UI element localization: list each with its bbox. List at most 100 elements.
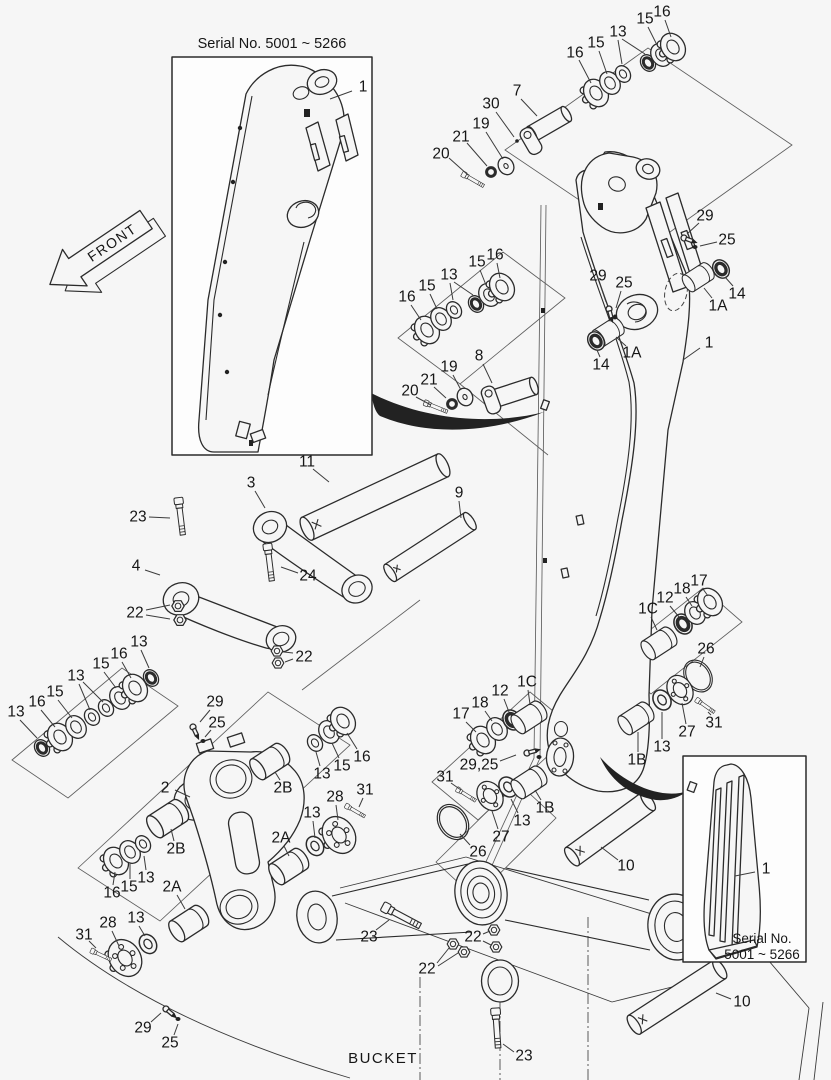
- front-arrow: FRONT: [49, 209, 167, 293]
- callout-19: 19: [472, 116, 489, 133]
- leader-line: [88, 940, 97, 949]
- leader-line: [452, 374, 462, 391]
- callout-30: 30: [482, 96, 500, 113]
- leader-line: [283, 651, 294, 654]
- callout-22: 22: [295, 649, 312, 666]
- callout-13: 13: [440, 267, 457, 284]
- leader-line: [647, 26, 658, 46]
- callout-16: 16: [486, 247, 503, 264]
- leader-line: [685, 596, 693, 607]
- leader-line: [482, 940, 492, 946]
- leader-line: [491, 810, 499, 830]
- callout-16: 16: [398, 289, 415, 306]
- callout-2B: 2B: [274, 780, 293, 797]
- leader-line: [449, 282, 454, 301]
- leader-line: [82, 681, 104, 703]
- inset-bottom-line2: 5001 ~ 5266: [724, 947, 799, 962]
- callout-15: 15: [636, 11, 653, 28]
- leader-line: [429, 293, 438, 310]
- callout-10: 10: [617, 858, 635, 875]
- callout-12: 12: [491, 683, 508, 700]
- callout-22: 22: [126, 605, 143, 622]
- leader-line: [707, 711, 712, 716]
- leader-line: [599, 283, 607, 303]
- callout-3: 3: [247, 475, 256, 492]
- callout-27: 27: [492, 829, 509, 846]
- pin-10-lower: [626, 959, 728, 1035]
- leader-line: [681, 702, 687, 725]
- callout-17: 17: [690, 573, 707, 590]
- callout-15: 15: [120, 879, 137, 896]
- callout-25: 25: [208, 715, 225, 732]
- callout-23: 23: [129, 509, 146, 526]
- inset-top-title: Serial No. 5001 ~ 5266: [198, 36, 347, 52]
- leader-line: [254, 490, 266, 509]
- leader-line: [484, 710, 493, 722]
- callout-12: 12: [656, 590, 673, 607]
- leader-line: [40, 709, 56, 728]
- callout-13: 13: [313, 766, 330, 783]
- leader-line: [734, 871, 756, 877]
- link-3: [252, 510, 373, 604]
- leader-line: [485, 131, 504, 160]
- pins: [299, 105, 728, 1035]
- callout-13: 13: [127, 910, 144, 927]
- leader-line: [682, 347, 701, 361]
- leader-line: [138, 925, 146, 937]
- leader-line: [312, 820, 316, 839]
- leader-line: [615, 336, 627, 347]
- callout-31: 31: [705, 715, 722, 732]
- leader-line: [479, 269, 487, 286]
- callout-8: 8: [475, 348, 484, 365]
- callout-31: 31: [75, 927, 92, 944]
- callout-15: 15: [468, 254, 485, 271]
- callout-15: 15: [587, 35, 604, 52]
- callout-13: 13: [67, 668, 84, 685]
- leader-line: [482, 363, 493, 384]
- leader-line: [615, 290, 622, 309]
- inset-bottom-line1: Serial No.: [732, 931, 791, 946]
- leader-line: [375, 919, 390, 931]
- callout-28: 28: [99, 915, 116, 932]
- leader-line: [19, 719, 38, 739]
- leader-line: [578, 59, 592, 84]
- leader-line: [436, 947, 450, 964]
- leader-line: [699, 656, 705, 668]
- leader-line: [176, 894, 186, 910]
- leader-line: [144, 569, 161, 576]
- leader-line: [699, 241, 718, 247]
- callout-18: 18: [673, 581, 690, 598]
- callout-25: 25: [161, 1035, 178, 1052]
- callout-18: 18: [471, 695, 488, 712]
- leader-line: [510, 798, 519, 814]
- leader-line: [495, 111, 515, 138]
- seal-groups: [29, 27, 735, 1022]
- leader-line: [111, 930, 120, 947]
- callout-1A: 1A: [623, 345, 643, 362]
- leader-line: [453, 281, 474, 296]
- leader-line: [415, 396, 432, 406]
- pin-11: [299, 453, 451, 541]
- callout-29: 29: [206, 694, 223, 711]
- leader-line: [502, 1043, 515, 1053]
- link-4: [162, 496, 297, 669]
- leader-line: [459, 833, 471, 846]
- leader-line: [140, 649, 150, 669]
- leader-line: [150, 1012, 162, 1023]
- leader-line: [280, 566, 299, 574]
- leader-line: [702, 588, 709, 597]
- leader-line: [145, 604, 171, 611]
- callout-1C: 1C: [517, 674, 537, 691]
- callout-2: 2: [161, 780, 170, 797]
- callout-1C: 1C: [638, 601, 658, 618]
- leader-line: [534, 789, 542, 801]
- callout-20: 20: [432, 146, 450, 163]
- leader-line: [724, 276, 734, 287]
- callout-14: 14: [728, 286, 746, 303]
- leader-line: [621, 38, 646, 55]
- inset-arm-rib-art: [686, 763, 761, 960]
- callout-25: 25: [615, 275, 632, 292]
- leader-line: [596, 349, 601, 358]
- callout-7: 7: [513, 83, 522, 100]
